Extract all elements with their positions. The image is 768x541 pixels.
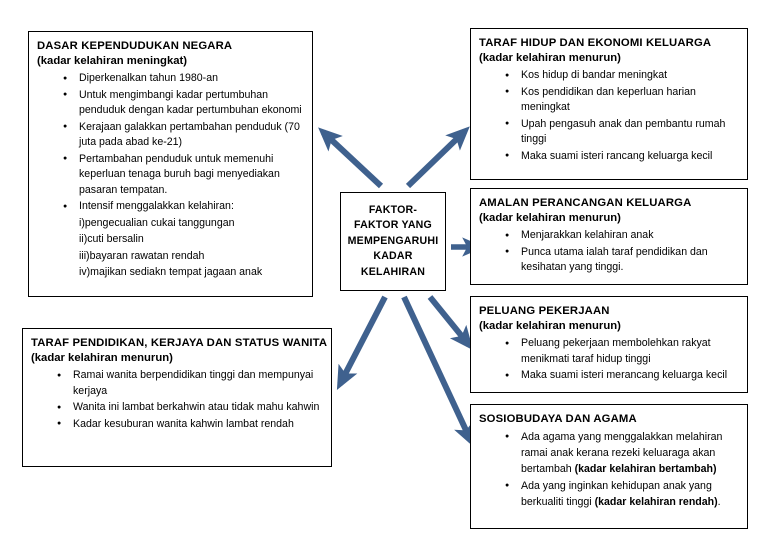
list-item: Kos hidup di bandar meningkat: [505, 68, 741, 84]
node-subtitle: (kadar kelahiran meningkat): [37, 55, 188, 67]
list-item-text: Ada agama yang menggalakkan melahiran ra…: [521, 431, 723, 475]
center-line-4: KADAR: [373, 250, 413, 263]
list-item-emphasis: (kadar kelahiran bertambah): [574, 463, 717, 475]
node-dasar-kependudukan-negara[interactable]: DASAR KEPENDUDUKAN NEGARA (kadar kelahir…: [28, 31, 313, 297]
bullet-list: Ada agama yang menggalakkan melahiran ra…: [479, 429, 741, 510]
node-sosiobudaya-dan-agama[interactable]: SOSIOBUDAYA DAN AGAMA Ada agama yang men…: [470, 404, 748, 529]
sub-list-item: i)pengecualian cukai tanggungan: [79, 216, 235, 229]
list-item: Pertambahan penduduk untuk memenuhi kepe…: [63, 151, 304, 199]
list-item: Peluang pekerjaan membolehkan rakyat men…: [505, 336, 741, 367]
list-item: Menjarakkan kelahiran anak: [505, 228, 741, 244]
list-item: Kos pendidikan dan keperluan harian meni…: [505, 84, 741, 116]
list-item: Kadar kesuburan wanita kahwin lambat ren…: [57, 416, 323, 433]
node-taraf-hidup-ekonomi-keluarga[interactable]: TARAF HIDUP DAN EKONOMI KELUARGA (kadar …: [470, 28, 748, 180]
node-peluang-pekerjaan[interactable]: PELUANG PEKERJAAN (kadar kelahiran menur…: [470, 296, 748, 393]
node-center-faktor-faktor[interactable]: FAKTOR- FAKTOR YANG MEMPENGARUHI KADAR K…: [340, 192, 446, 291]
list-item: Wanita ini lambat berkahwin atau tidak m…: [57, 400, 323, 416]
node-subtitle: (kadar kelahiran menurun): [479, 52, 621, 64]
node-title: TARAF PENDIDIKAN, KERJAYA DAN STATUS WAN…: [31, 337, 328, 349]
bullet-list: Diperkenalkan tahun 1980-an Untuk mengim…: [37, 71, 304, 281]
list-item: Upah pengasuh anak dan pembantu rumah ti…: [505, 116, 741, 148]
sub-list-item: iii)bayaran rawatan rendah: [79, 249, 205, 262]
list-item: Diperkenalkan tahun 1980-an: [63, 71, 304, 87]
list-item: Punca utama ialah taraf pendidikan dan k…: [505, 244, 741, 276]
node-subtitle: (kadar kelahiran menurun): [31, 352, 173, 364]
node-amalan-perancangan-keluarga[interactable]: AMALAN PERANCANGAN KELUARGA (kadar kelah…: [470, 188, 748, 285]
arrow-center-to-sosio: [401, 295, 474, 448]
bullet-list: Kos hidup di bandar meningkat Kos pendid…: [479, 68, 741, 164]
list-item-text-tail: .: [717, 496, 721, 508]
bullet-list: Ramai wanita berpendidikan tinggi dan me…: [31, 368, 323, 432]
node-title: DASAR KEPENDUDUKAN NEGARA: [37, 40, 233, 52]
arrow-center-to-dasar: [318, 127, 384, 189]
node-title: SOSIOBUDAYA DAN AGAMA: [479, 413, 637, 425]
list-item: Ramai wanita berpendidikan tinggi dan me…: [57, 368, 323, 399]
list-item: Maka suami isteri merancang keluarga kec…: [505, 368, 741, 384]
list-item-text: Ada yang inginkan kehidupan anak yang be…: [521, 480, 712, 508]
center-line-2: FAKTOR YANG: [354, 219, 432, 232]
list-item: Maka suami isteri rancang keluarga kecil: [505, 148, 741, 165]
node-taraf-pendidikan-kerjaya-status-wanita[interactable]: TARAF PENDIDIKAN, KERJAYA DAN STATUS WAN…: [22, 328, 332, 467]
sub-list-item: iv)majikan sediakn tempat jagaan anak: [79, 266, 263, 278]
node-title: AMALAN PERANCANGAN KELUARGA: [479, 197, 692, 209]
list-item: Ada agama yang menggalakkan melahiran ra…: [505, 429, 741, 477]
center-line-5: KELAHIRAN: [360, 265, 426, 278]
center-label: FAKTOR- FAKTOR YANG MEMPENGARUHI KADAR K…: [348, 203, 439, 281]
sub-list-item: ii)cuti bersalin: [79, 233, 144, 245]
bullet-list: Menjarakkan kelahiran anak Punca utama i…: [479, 228, 741, 276]
node-subtitle: (kadar kelahiran menurun): [479, 320, 621, 332]
bullet-list: Peluang pekerjaan membolehkan rakyat men…: [479, 336, 741, 384]
list-item: Intensif menggalakkan kelahiran:: [63, 199, 304, 215]
center-line-1: FAKTOR-: [368, 203, 418, 216]
node-subtitle: (kadar kelahiran menurun): [479, 212, 621, 224]
arrow-center-to-pendidikan: [336, 295, 388, 390]
node-title: TARAF HIDUP DAN EKONOMI KELUARGA: [479, 37, 712, 49]
list-item: Ada yang inginkan kehidupan anak yang be…: [505, 478, 741, 510]
center-line-3: MEMPENGARUHI: [347, 234, 439, 247]
list-item: Kerajaan galakkan pertambahan penduduk (…: [63, 119, 304, 151]
node-title: PELUANG PEKERJAAN: [479, 305, 610, 317]
arrow-center-to-taraf-hidup: [405, 126, 470, 189]
list-item-emphasis: (kadar kelahiran rendah): [594, 496, 718, 508]
list-item: Untuk mengimbangi kadar pertumbuhan pend…: [63, 87, 304, 119]
arrow-center-to-peluang: [427, 295, 474, 351]
